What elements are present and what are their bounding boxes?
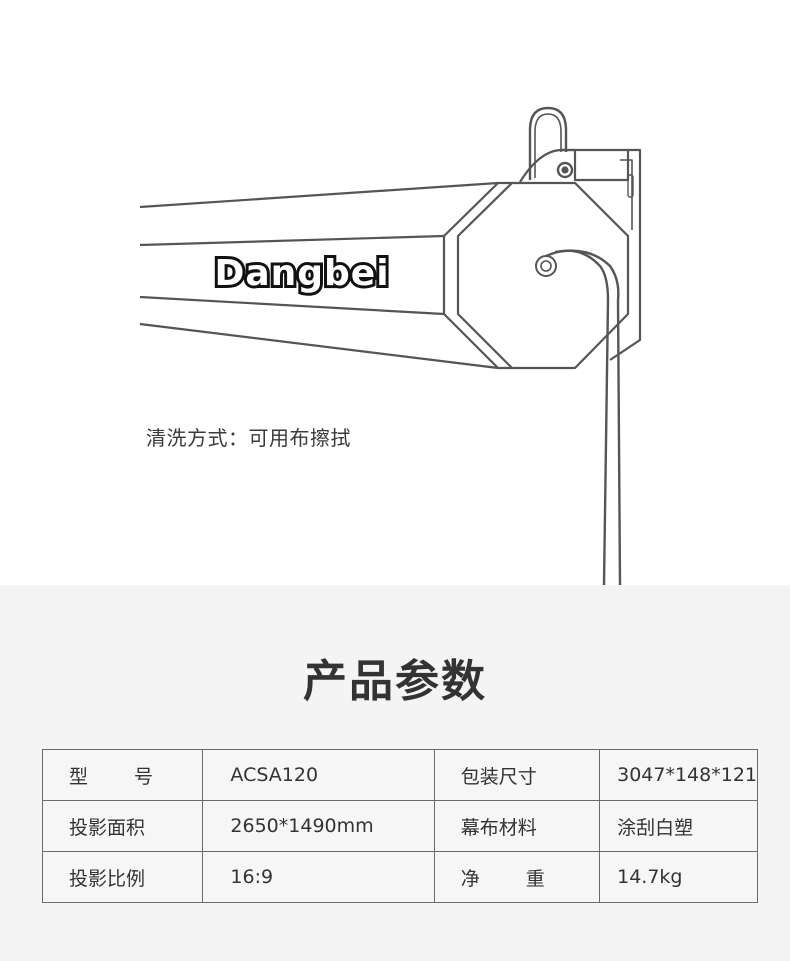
spec-label: 净 重 (433, 851, 601, 903)
hook-loop (528, 106, 568, 180)
spec-value: ACSA120 (202, 749, 435, 801)
hook-ring (556, 161, 574, 179)
brand-logo: Dangbei (211, 250, 391, 297)
case-top-edge (139, 181, 499, 209)
specs-title: 产品参数 (303, 656, 487, 707)
spec-label-part: 号 (133, 765, 153, 788)
spec-label: 投影比例 (41, 851, 204, 903)
spec-value: 14.7kg (599, 851, 758, 903)
spec-label-part: 重 (525, 867, 545, 890)
cleaning-method-caption: 清洗方式：可用布擦拭 (146, 426, 351, 450)
svg-text:Dangbei: Dangbei (214, 253, 389, 294)
spec-label: 幕布材料 (433, 800, 601, 852)
spec-label-part: 净 (460, 867, 480, 890)
product-illustration-section: Dangbei 清洗方式：可用布擦拭 (139, 106, 642, 585)
spec-value: 3047*148*121 (599, 749, 758, 801)
table-row: 型 号 ACSA120 包装尺寸 3047*148*121 (41, 749, 758, 801)
spec-label-part: 型 (69, 765, 89, 788)
end-cap-outer (442, 181, 630, 370)
product-specs-section: 产品参数 型 号 ACSA120 包装尺寸 3047*148*121 投影面积 … (0, 585, 790, 961)
table-row: 投影面积 2650*1490mm 幕布材料 涂刮白塑 (41, 800, 758, 852)
specs-table: 型 号 ACSA120 包装尺寸 3047*148*121 投影面积 2650*… (41, 749, 758, 903)
table-row: 投影比例 16:9 净 重 14.7kg (41, 851, 758, 903)
spec-value: 2650*1490mm (202, 800, 435, 852)
spec-label: 型 号 (41, 749, 204, 801)
spec-value: 涂刮白塑 (599, 800, 758, 852)
spec-value: 16:9 (202, 851, 435, 903)
projector-screen-illustration: Dangbei (139, 106, 642, 585)
spec-label: 包装尺寸 (433, 749, 601, 801)
case-bottom-edge (139, 322, 499, 370)
spec-label: 投影面积 (41, 800, 204, 852)
